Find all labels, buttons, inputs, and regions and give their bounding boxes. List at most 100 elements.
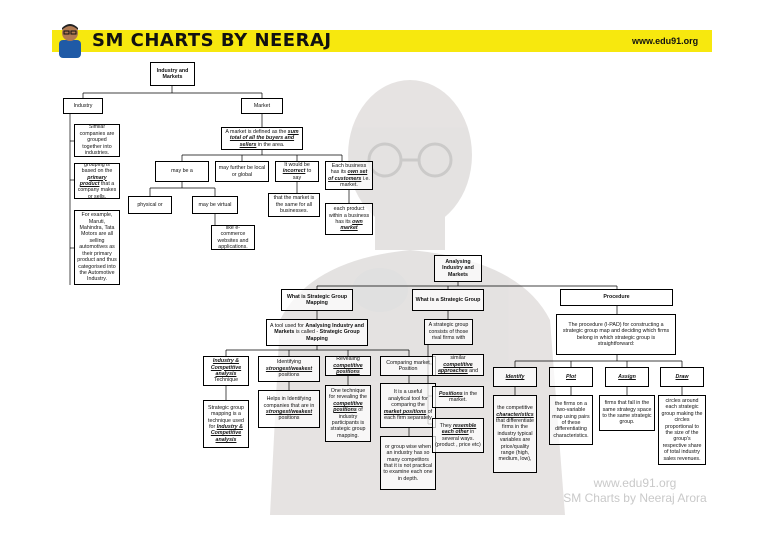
text-emphasis: market positions (383, 408, 427, 415)
node-industry-grouping: grouping is based on the primary product… (74, 163, 120, 199)
page-title: SM CHARTS BY NEERAJ (92, 30, 332, 51)
text-part: One technique for revealing the (329, 387, 367, 401)
text-emphasis: primary product (79, 174, 107, 187)
node-label: They resemble each other in several ways… (435, 423, 481, 449)
node-label: Draw (675, 373, 689, 380)
node-local-or-global: may further be local or global (215, 161, 269, 182)
node-what-is-strategic-group: What is a Strategic Group (412, 289, 484, 311)
node-step-identify: Identify (493, 367, 537, 387)
node-label: firms that fall in the same strategy spa… (602, 400, 652, 426)
node-helps-identifying: Helps in Identifying companies that are … (258, 390, 320, 428)
watermark-person-photo (270, 80, 565, 515)
node-own-set-of-customers: Each business has its own set of custome… (325, 161, 373, 190)
node-industry: Industry (63, 98, 103, 114)
node-draw-detail: circles around each strategic group maki… (658, 395, 706, 465)
node-label: It would be incorrect to say (278, 162, 316, 181)
text-part: Strategic group mapping is a technique u… (208, 404, 244, 430)
node-procedure-definition: The procedure (I-PAD) for constructing a… (556, 314, 676, 355)
text-part: They (439, 422, 453, 429)
node-sgm-technique: Strategic group mapping is a technique u… (203, 400, 249, 448)
node-label: For example, Maruti, Mahindra, Tata Moto… (77, 212, 117, 283)
node-label: Helps in Identifying companies that are … (261, 396, 317, 422)
node-incorrect-detail: that the market is the same for all busi… (268, 193, 320, 217)
text-part: to say (292, 168, 312, 181)
node-label: physical or (137, 201, 163, 208)
node-label: A strategic group consists of those riva… (428, 322, 469, 342)
text-part: that a company makes or sells. (77, 181, 117, 199)
text-emphasis: incorrect (282, 168, 306, 175)
node-strategic-group-definition: A strategic group consists of those riva… (424, 319, 473, 345)
text-emphasis: characteristics (496, 411, 534, 418)
text-part: A tool used for (270, 322, 306, 329)
node-label: One technique for revealing the competit… (328, 388, 368, 439)
text-part: the competitive (497, 405, 533, 412)
header-banner (52, 30, 712, 52)
node-label: circles around each strategic group maki… (661, 397, 703, 462)
node-label: like e-commerce websites and application… (217, 225, 249, 250)
text-emphasis: competitive approaches (437, 361, 473, 375)
node-resemble-each-other: They resemble each other in several ways… (432, 418, 484, 453)
watermark-url: www.edu91.org (593, 476, 677, 490)
node-label: Procedure (603, 294, 630, 301)
node-industry-definition: Similar companies are grouped together i… (74, 124, 120, 157)
text-emphasis: Strategic Group Mapping (306, 329, 360, 342)
text-part: similar (450, 355, 466, 362)
node-own-market: each product within a business has its o… (325, 203, 373, 235)
node-sgm-tool: A tool used for Analysing Industry and M… (266, 319, 368, 346)
node-label: Market (253, 102, 271, 109)
node-may-be-a: may be a (155, 161, 209, 182)
node-label: Identifying strongest/weakest positions (261, 359, 317, 378)
node-step-plot: Plot (549, 367, 593, 387)
node-useful-tool: It is a useful analytical tool for compa… (380, 383, 436, 428)
text-part: in the market. (449, 390, 478, 403)
node-label: the firms on a two-variable map using pa… (552, 400, 590, 439)
node-label: may further be local or global (218, 165, 266, 178)
node-label: What is Strategic Group Mapping (286, 293, 348, 306)
node-incorrect: It would be incorrect to say (275, 161, 319, 182)
node-assign-detail: firms that fall in the same strategy spa… (599, 395, 655, 431)
text-part: and (467, 368, 479, 375)
node-label: Industry and Markets (156, 67, 189, 80)
node-analysing-industry-and-markets: Analysing Industry and Markets (434, 255, 482, 282)
text-emphasis: own market (340, 219, 363, 232)
text-part: Identifying (276, 359, 302, 366)
text-emphasis: strongest/weakest (265, 365, 313, 372)
text-emphasis: Positions (438, 390, 463, 397)
node-industry-example: For example, Maruti, Mahindra, Tata Moto… (74, 210, 120, 285)
node-virtual: may be virtual (192, 196, 238, 214)
node-label: may be virtual (198, 201, 232, 208)
node-identify-detail: the competitive characteristics that dif… (493, 395, 537, 473)
text-emphasis: Industry & Competitive analysis (210, 424, 243, 443)
text-part: Each business has its (330, 162, 367, 176)
text-part: i.e. market. (340, 175, 370, 188)
text-part: Helps in Identifying companies that are … (263, 396, 315, 409)
node-label: Each business has its own set of custome… (328, 163, 370, 189)
node-label: similar competitive approaches and (435, 355, 481, 374)
text-part: It would be (284, 161, 310, 168)
node-label: grouping is based on the primary product… (77, 163, 117, 199)
node-label: may be a (171, 168, 193, 175)
node-comparing-market-position: Comparing market Position (380, 356, 436, 376)
node-physical: physical or (128, 196, 172, 214)
text-emphasis: competitive positions (333, 362, 363, 376)
text-part: grouping is based on the (81, 163, 113, 175)
text-part: positions (278, 415, 300, 422)
node-label: Industry & Competitive analysis Techniqu… (206, 358, 246, 384)
node-group-wise: or group wise when an industry has so ma… (380, 436, 436, 490)
node-similar-approaches: similar competitive approaches and (432, 354, 484, 376)
node-label: Similar companies are grouped together i… (79, 124, 115, 157)
text-part: of each firm separately (384, 408, 433, 422)
node-identifying-positions: Identifying strongest/weakest positions (258, 356, 320, 382)
text-part: each product within a business has its (328, 206, 370, 225)
node-label: Industry (73, 102, 93, 109)
node-market: Market (241, 98, 283, 114)
node-step-draw: Draw (660, 367, 704, 387)
node-virtual-examples: like e-commerce websites and application… (211, 225, 255, 250)
node-plot-detail: the firms on a two-variable map using pa… (549, 395, 593, 445)
node-label: Plot (565, 373, 576, 380)
text-part: Technique (213, 377, 239, 384)
node-label: the competitive characteristics that dif… (496, 405, 534, 463)
text-part: of industry participants is strategic gr… (330, 407, 366, 439)
watermark-text: www.edu91.org SM Charts by Neeraj Arora (515, 476, 755, 506)
